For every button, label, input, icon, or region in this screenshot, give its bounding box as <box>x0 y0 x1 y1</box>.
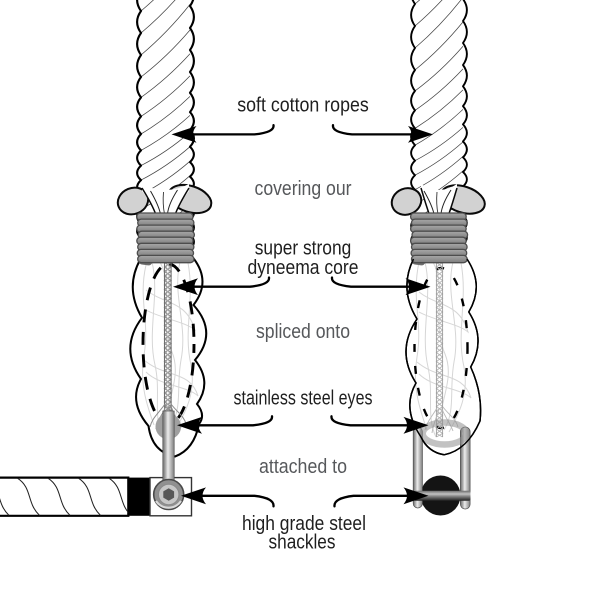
svg-text:super strong: super strong <box>255 238 352 260</box>
svg-text:stainless steel eyes: stainless steel eyes <box>234 388 373 410</box>
svg-text:attached to: attached to <box>259 456 347 478</box>
svg-text:dyneema core: dyneema core <box>248 257 359 279</box>
svg-text:soft cotton ropes: soft cotton ropes <box>237 95 369 117</box>
svg-text:spliced onto: spliced onto <box>256 321 350 343</box>
svg-text:covering our: covering our <box>255 178 352 200</box>
svg-text:high grade steel: high grade steel <box>242 513 366 535</box>
svg-text:shackles: shackles <box>269 532 336 554</box>
